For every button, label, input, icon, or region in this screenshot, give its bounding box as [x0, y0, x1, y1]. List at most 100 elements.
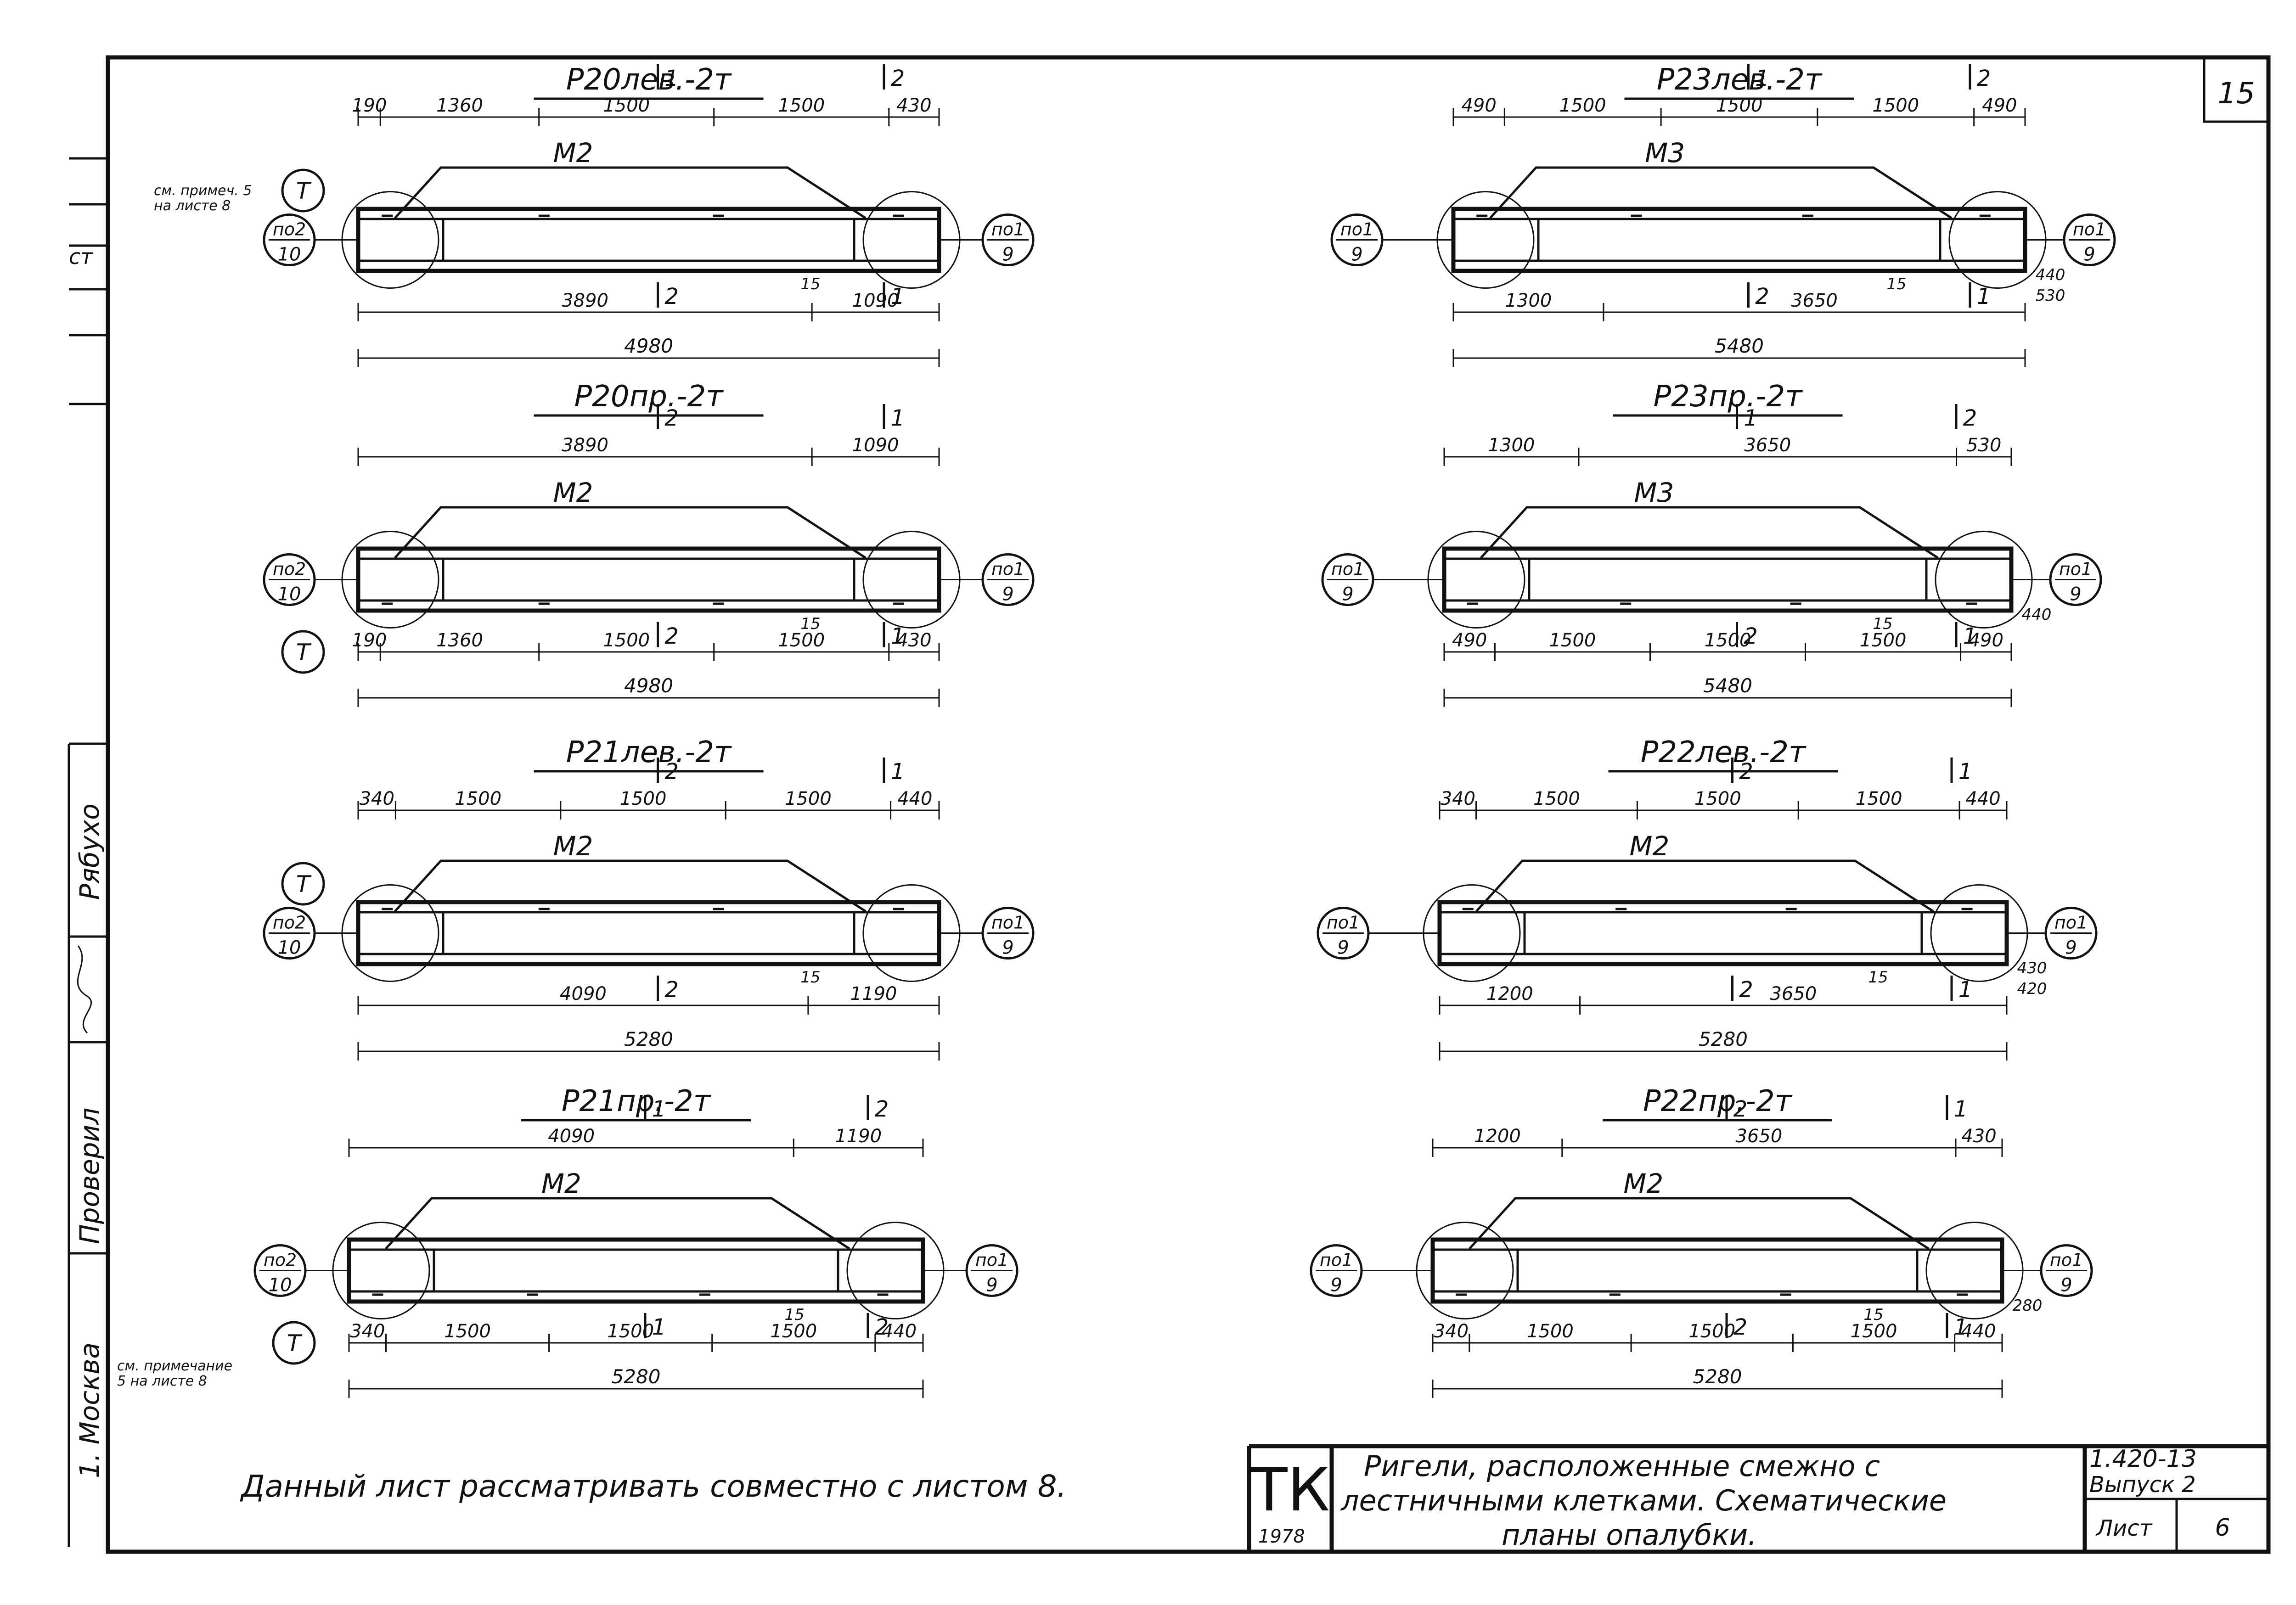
- detail-ref-bottom: 9: [2060, 1275, 2072, 1296]
- series-number: 1.420-13: [2089, 1445, 2197, 1473]
- dimension-value: 4090: [548, 1126, 595, 1147]
- section-mark: 1: [652, 1096, 666, 1122]
- issue-number: Выпуск 2: [2089, 1472, 2196, 1498]
- section-mark: 2: [891, 66, 905, 91]
- sheet-page-number: 6: [2215, 1514, 2230, 1542]
- dimension-value: 1500: [1694, 788, 1741, 809]
- detail-ref-bottom: 10: [278, 244, 301, 265]
- dimension-value: 1500: [455, 788, 501, 809]
- year: 1978: [1258, 1526, 1305, 1547]
- step-dimension: 15: [800, 275, 820, 293]
- section-mark: 2: [875, 1096, 889, 1122]
- step-dimension: 15: [1873, 615, 1892, 633]
- dimension-value: 1500: [785, 788, 832, 809]
- section-mark: 2: [664, 284, 679, 309]
- dimension-value: 1500: [1716, 95, 1763, 116]
- side-stamp-checker-name: Рябухо: [74, 803, 105, 900]
- dimension-value: 1090: [852, 290, 899, 311]
- t-mark: Т: [296, 871, 312, 898]
- dimension-value: 490: [1452, 630, 1487, 651]
- dimension-value: 340: [1434, 1321, 1469, 1342]
- note-see-5-b-line2: 5 на листе 8: [117, 1373, 207, 1389]
- mesh-mark: М2: [541, 1168, 581, 1199]
- detail-ref-bottom: 10: [269, 1275, 292, 1296]
- dimension-value: 4090: [560, 983, 607, 1005]
- dimension-value: 430: [896, 95, 931, 116]
- dimension-value: 430: [896, 630, 931, 651]
- detail-ref-bottom: 9: [2065, 937, 2077, 959]
- detail-ref-top: по1: [991, 913, 1024, 933]
- beam-title: Р23лев.-2т: [1657, 63, 1823, 97]
- dimension-value: 440: [1961, 1321, 1996, 1342]
- dimension-value: 190: [352, 95, 387, 116]
- section-mark: 2: [875, 1314, 889, 1340]
- dimension-value: 440: [882, 1321, 917, 1342]
- dimension-value: 430: [1961, 1126, 1996, 1147]
- t-mark-circle: [281, 862, 325, 906]
- section-mark: 1: [652, 1314, 666, 1340]
- detail-ref-top: по1: [2054, 913, 2088, 933]
- dimension-value: 3650: [1736, 1126, 1783, 1147]
- section-mark: 2: [1739, 977, 1753, 1003]
- step-dimension: 15: [1886, 275, 1906, 293]
- extra-dimension: 430: [2017, 959, 2047, 977]
- dimension-value: 1500: [444, 1321, 491, 1342]
- section-mark: 2: [1977, 66, 1991, 91]
- sheet-label: Лист: [2095, 1515, 2153, 1541]
- dimension-value: 1200: [1474, 1126, 1521, 1147]
- step-dimension: 15: [800, 615, 820, 633]
- step-dimension: 15: [1863, 1306, 1883, 1324]
- side-stamp-st: ст: [69, 244, 93, 269]
- dimension-value: 490: [1969, 630, 2003, 651]
- dimension-value: 1190: [850, 983, 897, 1005]
- dimension-value: 1500: [1872, 95, 1919, 116]
- section-mark: 1: [891, 405, 905, 431]
- t-mark-circle: [281, 168, 325, 213]
- section-mark: 2: [664, 623, 679, 649]
- mesh-mark: М2: [553, 831, 593, 862]
- detail-ref-top: по2: [273, 559, 306, 579]
- section-mark: 1: [1958, 759, 1973, 785]
- detail-ref-top: по2: [273, 219, 306, 240]
- section-mark: 2: [664, 977, 679, 1003]
- title-block: [1247, 1444, 2268, 1552]
- beam-title: Р21пр.-2т: [562, 1084, 711, 1118]
- total-length: 5280: [612, 1365, 661, 1388]
- section-mark: 2: [1733, 1096, 1748, 1122]
- beam-title: Р20лев.-2т: [566, 63, 732, 97]
- dimension-value: 1090: [852, 435, 899, 456]
- dimension-value: 190: [352, 630, 387, 651]
- step-dimension: 15: [784, 1306, 804, 1324]
- section-mark: 1: [891, 284, 905, 309]
- dimension-value: 1500: [1705, 630, 1751, 651]
- dimension-value: 1500: [603, 95, 650, 116]
- extra-dimension: 440: [2022, 606, 2052, 624]
- step-dimension: 15: [1868, 968, 1888, 987]
- step-dimension: 15: [800, 968, 820, 987]
- detail-ref-top: по1: [1340, 219, 1373, 240]
- dimension-value: 3890: [562, 290, 608, 311]
- dimension-value: 1500: [1856, 788, 1902, 809]
- detail-ref-top: по1: [2050, 1250, 2083, 1270]
- sheet-frame: [68, 55, 2271, 1554]
- detail-ref-top: по2: [264, 1250, 297, 1270]
- dimension-value: 440: [897, 788, 932, 809]
- section-mark: 1: [1954, 1096, 1968, 1122]
- t-mark: Т: [296, 178, 312, 204]
- detail-ref-bottom: 9: [1002, 937, 1013, 959]
- dimension-value: 530: [1966, 435, 2001, 456]
- dimension-value: 3890: [562, 435, 608, 456]
- side-stamp-checked: Проверил: [74, 1108, 105, 1244]
- section-mark: 1: [1963, 623, 1977, 649]
- detail-ref-top: по1: [975, 1250, 1008, 1270]
- beam-title: Р22пр.-2т: [1643, 1084, 1793, 1118]
- dimension-value: 1300: [1505, 290, 1552, 311]
- detail-ref-top: по1: [991, 219, 1024, 240]
- detail-ref-bottom: 9: [986, 1275, 997, 1296]
- total-length: 5280: [624, 1028, 673, 1050]
- dimension-value: 340: [1441, 788, 1475, 809]
